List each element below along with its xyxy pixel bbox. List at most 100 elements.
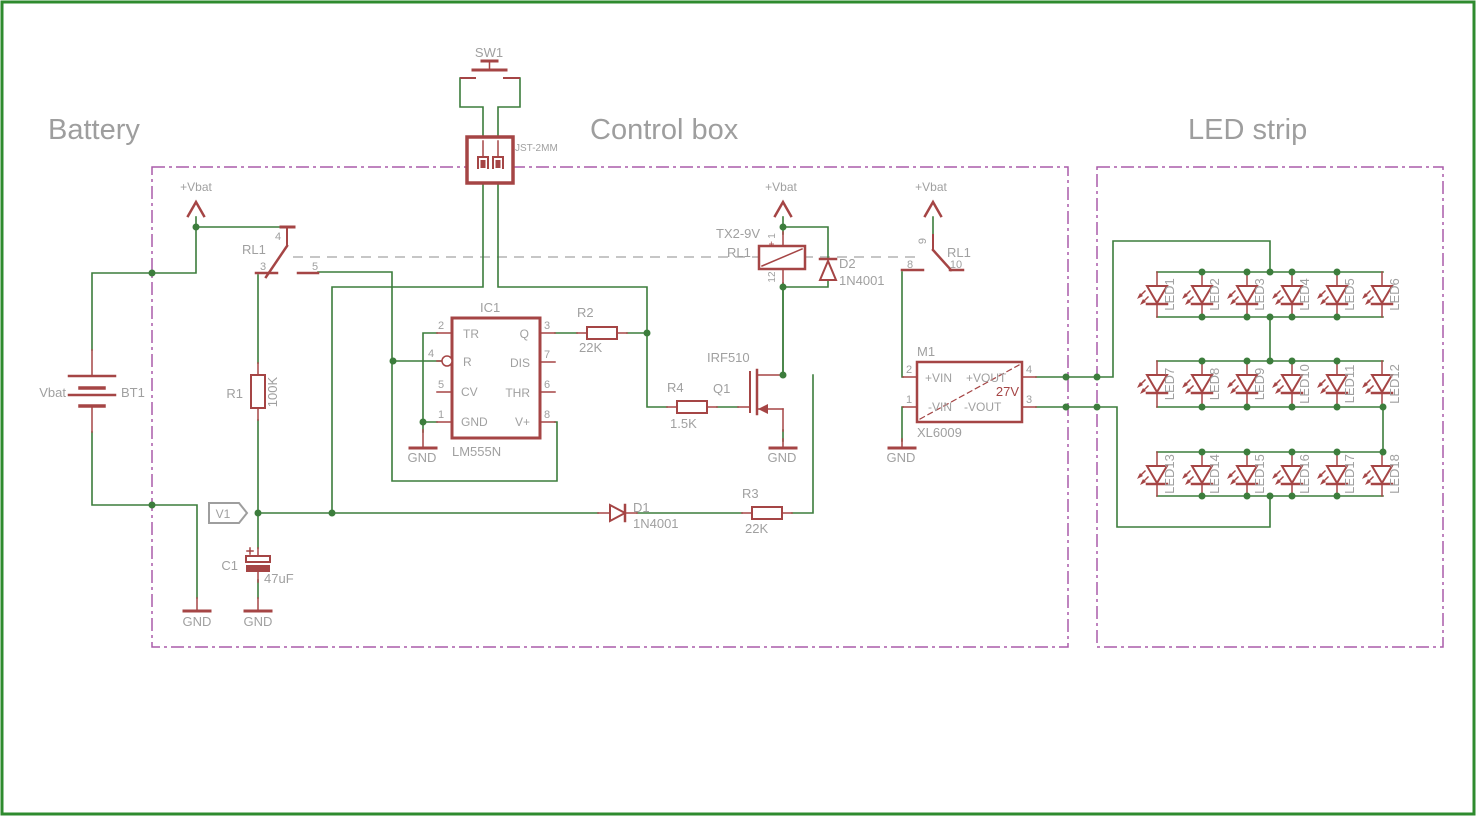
m1-pin4-num: 4: [1026, 364, 1032, 376]
battery-bt1: [67, 349, 117, 433]
led-led16: LED16: [1272, 451, 1312, 497]
wire-voutneg-ledrow3: [1035, 406, 1271, 528]
vbat-arrow-3: [923, 199, 943, 218]
ic1-pin3-num: 3: [544, 320, 550, 332]
ic1-pin2-num: 2: [438, 320, 444, 332]
section-title-control-box: Control box: [590, 114, 739, 146]
junction-dot: [1266, 313, 1274, 321]
rl1-contact1-pin4: 4: [275, 231, 281, 243]
resistor-r1: [250, 362, 266, 421]
m1-pin1-num: 1: [906, 394, 912, 406]
coil-polarity: +: [767, 241, 778, 247]
diode-d2: [818, 257, 838, 281]
led-label: LED11: [1342, 365, 1357, 404]
junction-dot: [1288, 313, 1296, 321]
led-label: LED2: [1207, 278, 1222, 311]
ic1-value: LM555N: [452, 444, 501, 459]
junction-dot: [1198, 403, 1206, 411]
ic1-pin6-num: 6: [544, 379, 550, 391]
ic1-name: IC1: [480, 300, 500, 315]
resistor-r2: [576, 326, 628, 340]
led-label: LED4: [1297, 278, 1312, 311]
ic1-pin4-num: 4: [428, 348, 434, 360]
vbat-label-1: +Vbat: [180, 180, 212, 194]
vbat-arrow-1: [186, 199, 206, 218]
d1-value: 1N4001: [633, 516, 679, 531]
led-label: LED12: [1387, 364, 1402, 404]
led-label: LED1: [1162, 278, 1177, 311]
relay-contact-1: [254, 225, 320, 279]
led-led4: LED4: [1272, 271, 1312, 318]
wire-sw1-left-to-v1: [331, 77, 484, 514]
junction-dot: [1266, 492, 1274, 500]
wire-vplus-loop: [317, 271, 558, 482]
q1-name: Q1: [713, 381, 730, 396]
r1-value: 100K: [265, 376, 280, 407]
junction-dot: [1243, 313, 1251, 321]
rl1-contact1-name: RL1: [242, 242, 266, 257]
wires: [91, 77, 1384, 599]
wire-battery-positive: [91, 226, 282, 351]
wire-r3-drain: [791, 374, 814, 514]
led-led9: LED9: [1227, 360, 1267, 408]
d2-name: D2: [839, 256, 856, 271]
r3-name: R3: [742, 486, 759, 501]
r3-value: 22K: [745, 521, 768, 536]
junction-dot: [1243, 492, 1251, 500]
relay-coil: [757, 231, 807, 285]
coil-pin1: 1: [767, 233, 778, 239]
section-title-battery: Battery: [48, 114, 140, 146]
converter-m1: [902, 360, 1037, 424]
led-led15: LED15: [1227, 451, 1267, 497]
junction-dot: [1333, 357, 1341, 365]
led-label: LED6: [1387, 278, 1402, 311]
mosfet-q1: [737, 368, 784, 432]
diode-d1: [597, 503, 638, 523]
led-label: LED14: [1207, 454, 1222, 494]
ic1-pin-r: R: [463, 355, 472, 369]
led-led2: LED2: [1182, 271, 1222, 318]
ic1-pin-cv: CV: [461, 385, 478, 399]
junction-dot: [1243, 448, 1251, 456]
junction-dot: [1288, 268, 1296, 276]
led-led12: LED12: [1362, 360, 1402, 408]
ic1-pin-thr: THR: [505, 386, 530, 400]
led-label: LED7: [1162, 368, 1177, 401]
r4-name: R4: [667, 380, 684, 395]
junction-dot: [1333, 448, 1341, 456]
rl1-contact1-pin5: 5: [312, 261, 318, 273]
q1-value: IRF510: [707, 350, 750, 365]
c1-value: 47uF: [264, 571, 294, 586]
ic1-pin8-num: 8: [544, 409, 550, 421]
led-label: LED15: [1252, 454, 1267, 494]
ic1-pin-dis: DIS: [510, 356, 530, 370]
sw1-label: SW1: [475, 45, 503, 60]
led-led10: LED10: [1272, 360, 1312, 408]
ic1-pin-gnd: GND: [461, 415, 488, 429]
rl1-contact2-pin8: 8: [907, 259, 913, 271]
gnd-symbol-ic1: [408, 429, 438, 450]
led-led1: LED1: [1137, 271, 1177, 318]
junction-dot: [1198, 357, 1206, 365]
coil-pin12: 12: [767, 271, 778, 283]
led-led5: LED5: [1317, 271, 1357, 318]
led-led7: LED7: [1137, 360, 1177, 408]
led-label: LED18: [1387, 454, 1402, 494]
junction-dot: [1379, 448, 1387, 456]
wire-vinneg-gnd: [901, 406, 904, 442]
led-label: LED16: [1297, 454, 1312, 494]
rl1-contact2-pin9: 9: [917, 238, 929, 244]
ic1-pin-q: Q: [520, 327, 529, 341]
m1-pin-vin-neg: -VIN: [928, 400, 952, 414]
led-label: LED10: [1297, 364, 1312, 404]
m1-name: M1: [917, 344, 935, 359]
labels: SW1 JST-2MM +Vbat +Vbat +Vbat GND GND GN…: [39, 45, 1032, 629]
junction-dot: [1288, 403, 1296, 411]
net-flag-v1: [208, 502, 249, 524]
wire-sw1-right-to-gate: [497, 77, 668, 408]
coil-name: RL1: [727, 245, 751, 260]
led-led6: LED6: [1362, 271, 1402, 318]
gnd-label-q1: GND: [768, 450, 797, 465]
bt1-name: BT1: [121, 385, 145, 400]
capacitor-c1: [245, 547, 271, 583]
